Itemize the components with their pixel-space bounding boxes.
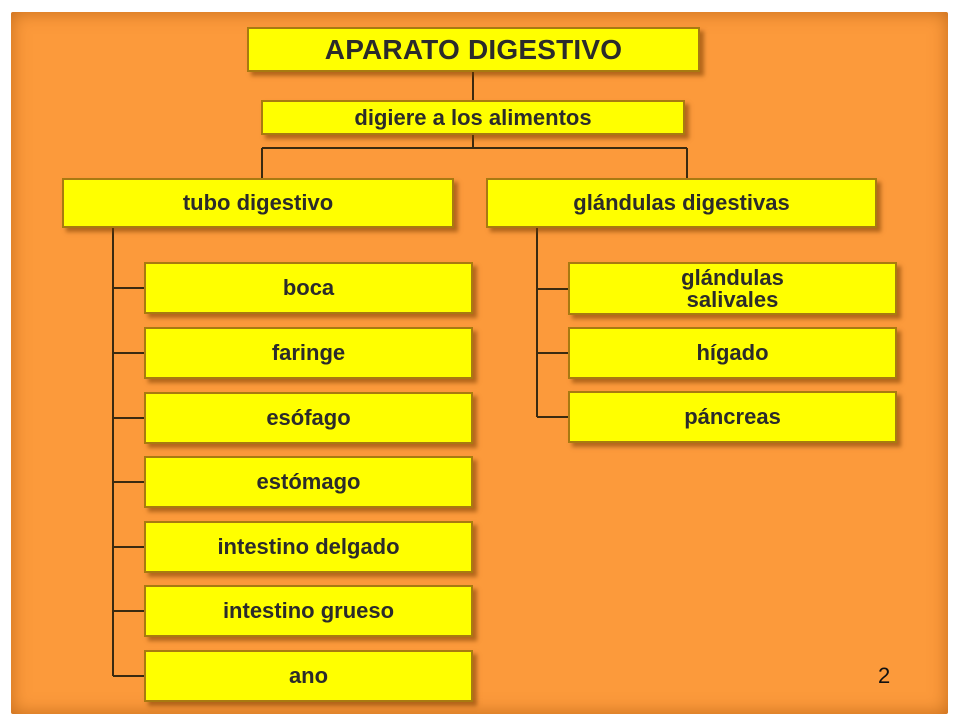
item-box-intestino-delgado: intestino delgado xyxy=(144,521,473,573)
item-box-higado: hígado xyxy=(568,327,897,379)
item-box-intestino-grueso: intestino grueso xyxy=(144,585,473,637)
item-box-estomago: estómago xyxy=(144,456,473,508)
branch-box-glandulas-digestivas: glándulas digestivas xyxy=(486,178,877,228)
item-box-boca: boca xyxy=(144,262,473,314)
item-box-faringe: faringe xyxy=(144,327,473,379)
page-number: 2 xyxy=(878,663,891,688)
item-label: ano xyxy=(288,663,329,688)
branch-label-glandulas-digestivas: glándulas digestivas xyxy=(573,190,790,215)
item-label: boca xyxy=(282,275,335,300)
item-label: páncreas xyxy=(684,404,781,429)
item-label: faringe xyxy=(271,340,346,365)
item-label: glándulas salivales xyxy=(681,264,784,312)
item-label: intestino delgado xyxy=(217,534,400,559)
subtitle-box: digiere a los alimentos xyxy=(261,100,685,135)
item-box-pancreas: páncreas xyxy=(568,391,897,443)
branch-box-tubo-digestivo: tubo digestivo xyxy=(62,178,454,228)
title-box: APARATO DIGESTIVO xyxy=(247,27,700,72)
item-label: esófago xyxy=(266,405,351,430)
item-label: hígado xyxy=(696,340,769,365)
item-box-glandulas-salivales: glándulas salivales xyxy=(568,262,897,315)
item-label: intestino grueso xyxy=(222,598,395,623)
item-box-esofago: esófago xyxy=(144,392,473,444)
diagram-title: APARATO DIGESTIVO xyxy=(324,33,623,65)
diagram-subtitle: digiere a los alimentos xyxy=(354,104,592,130)
item-label: estómago xyxy=(256,469,361,494)
branch-label-tubo-digestivo: tubo digestivo xyxy=(182,190,334,215)
item-box-ano: ano xyxy=(144,650,473,702)
